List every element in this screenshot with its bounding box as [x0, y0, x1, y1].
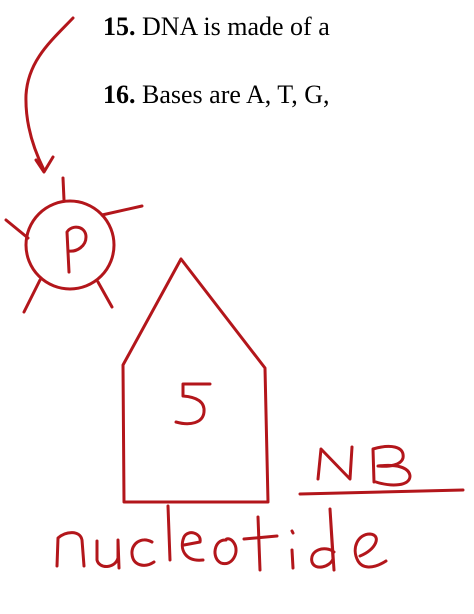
- note-16: 16. Bases are A, T, G,: [103, 80, 330, 110]
- arrow-head: [34, 155, 55, 174]
- base-group: [298, 444, 465, 496]
- note-15: 15. DNA is made of a: [103, 12, 330, 42]
- curved-arrow: [24, 16, 75, 172]
- letter-n: [316, 445, 354, 481]
- letter-s: [174, 382, 212, 426]
- phosphate-ray-top-right: [100, 204, 144, 217]
- sugar-group: [121, 257, 270, 504]
- caption-handwriting: [55, 504, 388, 572]
- phosphate-circle: [24, 199, 116, 291]
- note-15-text: DNA is made of a: [135, 12, 330, 41]
- phosphate-group: [4, 176, 144, 314]
- note-16-text: Bases are A, T, G,: [135, 80, 330, 109]
- note-15-number: 15.: [103, 12, 136, 41]
- sugar-pentagon: [121, 257, 270, 504]
- phosphate-ray-bottom-right: [96, 280, 114, 309]
- phosphate-ray-bottom-left: [22, 278, 42, 314]
- letter-p: [65, 225, 88, 274]
- phosphate-ray-left: [4, 218, 30, 240]
- phosphate-ray-top: [61, 176, 66, 202]
- base-line: [298, 488, 465, 496]
- note-16-number: 16.: [103, 80, 136, 109]
- letter-b: [371, 444, 412, 487]
